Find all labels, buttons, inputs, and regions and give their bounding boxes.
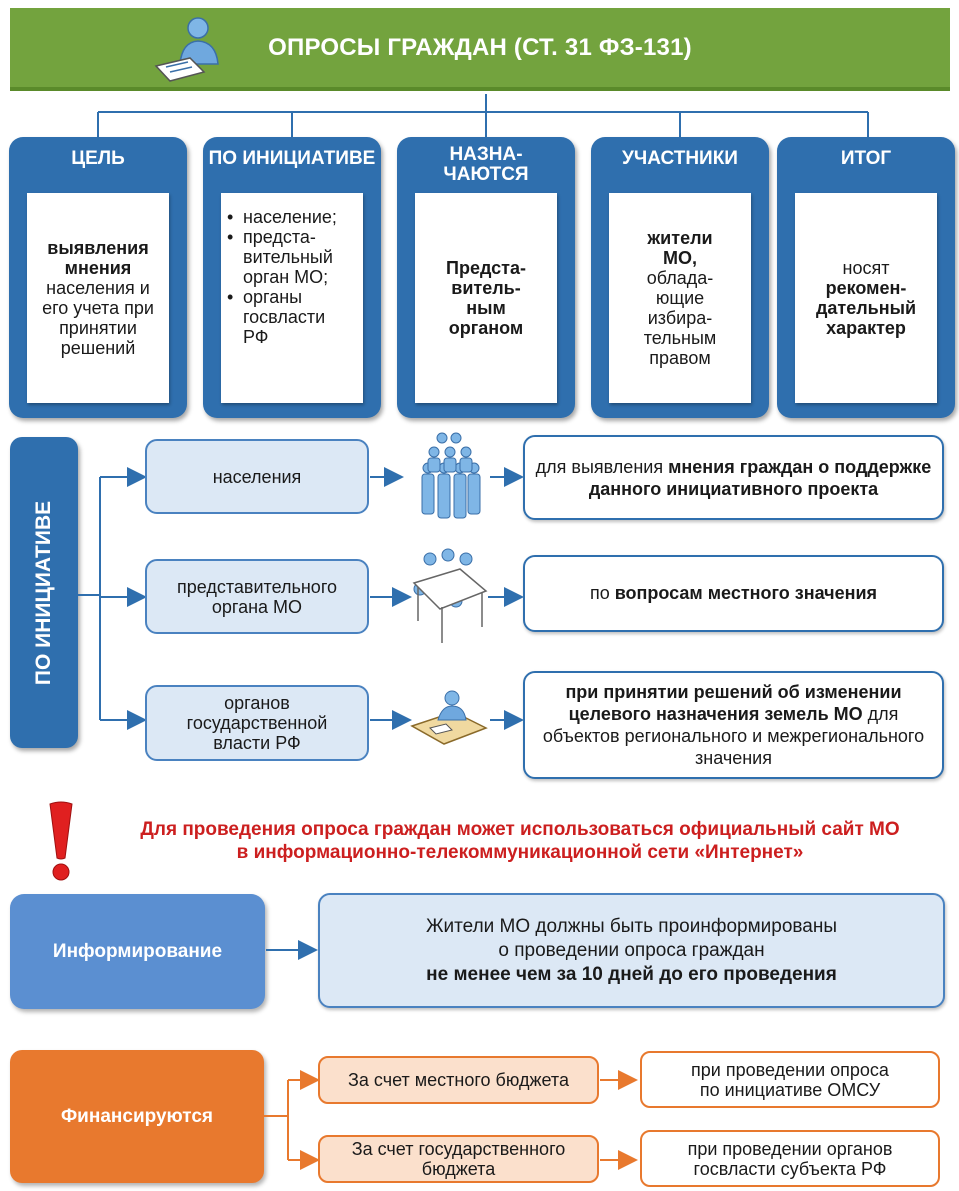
participants-line: тельным: [643, 328, 717, 348]
header-connectors: [97, 94, 869, 137]
appointed-line: витель-: [451, 278, 521, 298]
initiative-bullet: предста-: [227, 227, 357, 247]
column-initiative: ПО ИНИЦИАТИВЕ население; предста- витель…: [203, 137, 381, 418]
financing-source-local: За счет местного бюджета: [318, 1056, 599, 1104]
appointed-title-line: НАЗНА-: [449, 144, 523, 165]
financing-target-local: при проведении опроса по инициативе ОМСУ: [640, 1051, 940, 1108]
financing-source-text: За счет государственного бюджета: [351, 1139, 566, 1179]
financing-target-state: при проведении органов госвласти субъект…: [640, 1130, 940, 1187]
crowd-icon: [421, 432, 481, 519]
result-line: носят: [842, 258, 890, 278]
financing-label: Финансируются: [60, 1105, 214, 1127]
informing-line: о проведении опроса граждан: [498, 939, 765, 961]
initiative-source-council: представительного органа МО: [145, 559, 369, 634]
target-text-bold: мнения граждан о поддержке данного иници…: [588, 456, 932, 499]
participants-line: правом: [649, 348, 711, 368]
financing-source-state: За счет государственного бюджета: [318, 1135, 599, 1183]
column-goal-card: выявления мнения населения и его учета п…: [27, 193, 169, 403]
goal-line: принятии: [59, 318, 137, 338]
meeting-icon: [412, 548, 488, 643]
column-result-card: носят рекомен- дательный характер: [795, 193, 937, 403]
official-desk-icon: [410, 690, 488, 745]
goal-line: мнения: [64, 258, 132, 278]
column-appointed-card: Предста- витель- ным органом: [415, 193, 557, 403]
informing-box: Информирование: [10, 894, 265, 1009]
initiative-connectors: [78, 467, 524, 730]
result-line: характер: [826, 318, 906, 338]
financing-source-text: За счет местного бюджета: [348, 1070, 569, 1090]
source-line: представительного: [176, 576, 337, 597]
source-line: органа МО: [211, 596, 303, 617]
column-participants: УЧАСТНИКИ жители МО, облада- ющие избира…: [591, 137, 769, 418]
participants-line: жители: [647, 228, 713, 248]
column-result-title: ИТОГ: [840, 148, 892, 169]
participants-line: облада-: [646, 268, 714, 288]
initiative-source-population: населения: [145, 439, 369, 514]
column-initiative-card: население; предста- вительный орган МО; …: [221, 193, 363, 403]
financing-target-line: по инициативе ОМСУ: [699, 1079, 881, 1100]
goal-line: населения и: [46, 278, 150, 298]
column-goal-title: ЦЕЛЬ: [71, 148, 125, 169]
result-line: дательный: [815, 298, 917, 318]
initiative-bullet: органы: [227, 287, 357, 307]
initiative-target-population: для выявления мнения граждан о поддержке…: [523, 435, 944, 520]
initiative-bullet-line: орган МО;: [243, 267, 329, 287]
financing-box: Финансируются: [10, 1050, 264, 1183]
initiative-bullet-line: госвласти: [243, 307, 326, 327]
page-title: ОПРОСЫ ГРАЖДАН (СТ. 31 ФЗ-131): [268, 33, 692, 61]
initiative-target-council: по вопросам местного значения: [523, 555, 944, 632]
initiative-target-government: при принятии решений об изменении целево…: [523, 671, 944, 779]
warning-line: в информационно-телекоммуникационной сет…: [236, 842, 804, 863]
source-line: власти РФ: [213, 733, 301, 753]
initiative-source-government: органов государственной власти РФ: [145, 685, 369, 761]
initiative-bullet-line: вительный: [243, 247, 333, 267]
financing-target-line: при проведении органов: [687, 1138, 893, 1159]
target-text: для объектов регионального и межрегионал…: [542, 704, 925, 768]
target-text-bold: вопросам местного значения: [614, 583, 878, 603]
result-line: рекомен-: [825, 278, 907, 298]
column-goal: ЦЕЛЬ выявления мнения населения и его уч…: [9, 137, 187, 418]
informing-text-box: Жители МО должны быть проинформированы о…: [318, 893, 945, 1008]
warning-text: Для проведения опроса граждан может испо…: [95, 818, 945, 864]
column-appointed-title: НАЗНА- ЧАЮТСЯ: [397, 145, 575, 185]
initiative-vertical-box: [10, 437, 78, 748]
target-text: по: [589, 583, 615, 603]
informing-line-bold: не менее чем за 10 дней до его проведени…: [426, 963, 837, 985]
column-participants-title: УЧАСТНИКИ: [622, 148, 738, 169]
goal-line: решений: [60, 338, 136, 358]
informing-label: Информирование: [52, 940, 223, 962]
column-appointed: НАЗНА- ЧАЮТСЯ Предста- витель- ным орган…: [397, 137, 575, 418]
column-initiative-title: ПО ИНИЦИАТИВЕ: [208, 148, 376, 169]
financing-target-line: при проведении опроса: [691, 1059, 889, 1080]
source-line: населения: [212, 466, 302, 487]
participants-line: избира-: [647, 308, 713, 328]
appointed-line: ным: [466, 298, 506, 318]
source-line: государственной: [186, 713, 328, 733]
person-writing-icon: [154, 17, 219, 82]
goal-line: его учета при: [42, 298, 154, 318]
target-text-bold: при принятии решений об изменении целево…: [565, 682, 902, 724]
exclamation-icon: [49, 801, 73, 881]
informing-arrow: [266, 940, 318, 960]
appointed-line: Предста-: [446, 258, 526, 278]
financing-target-line: госвласти субъекта РФ: [693, 1158, 887, 1179]
participants-line: ющие: [655, 288, 705, 308]
target-text: для выявления: [535, 456, 669, 477]
appointed-title-line: ЧАЮТСЯ: [443, 164, 529, 185]
column-participants-card: жители МО, облада- ющие избира- тельным …: [609, 193, 751, 403]
informing-line: Жители МО должны быть проинформированы: [425, 915, 838, 937]
goal-line: выявления: [47, 238, 149, 258]
initiative-bullet-line: РФ: [243, 327, 269, 347]
source-line: органов: [224, 693, 290, 713]
financing-connectors: [264, 1070, 638, 1170]
column-result: ИТОГ носят рекомен- дательный характер: [777, 137, 955, 418]
participants-line: МО,: [663, 248, 697, 268]
warning-line: Для проведения опроса граждан может испо…: [140, 819, 900, 840]
initiative-bullet: население;: [227, 207, 357, 227]
appointed-line: органом: [448, 318, 524, 338]
